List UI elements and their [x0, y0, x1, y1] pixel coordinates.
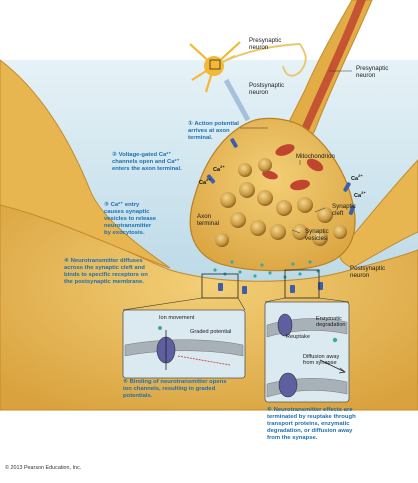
- neurotransmitter-dots: [213, 260, 320, 279]
- axon-terminal: [189, 117, 356, 272]
- label-presynaptic-neuron-right: Presynaptic neuron: [356, 65, 389, 80]
- label-axon-terminal: Axon terminal: [197, 213, 220, 228]
- copyright: © 2013 Pearson Education, Inc.: [5, 465, 82, 471]
- ion-channel-illustration: [124, 326, 244, 370]
- synaptic-vesicles: [215, 158, 347, 247]
- step-4-text: ④ Neurotransmitter diffuses across the s…: [64, 258, 148, 285]
- label-reuptake: Reuptake: [286, 334, 310, 340]
- label-ion-movement: Ion movement: [159, 315, 195, 321]
- label-enzymatic-degradation: Enzymatic degradation: [316, 316, 346, 329]
- step-2-text: ② Voltage-gated Ca²⁺ channels open and C…: [112, 152, 182, 172]
- label-postsynaptic-neuron-right: Postsynaptic neuron: [350, 265, 386, 280]
- step-6-text: ⑥ Neurotransmitter effects are terminate…: [267, 407, 356, 441]
- label-ca-3: Ca2+: [351, 173, 363, 182]
- label-ca-2: Ca2+: [199, 177, 211, 186]
- step-5-text: ⑤ Binding of neurotransmitter opens ion …: [123, 379, 227, 399]
- label-ca-4: Ca2+: [354, 190, 366, 199]
- label-diffusion-away: Diffusion away from synapse: [303, 354, 340, 367]
- label-ca-1: Ca2+: [213, 164, 225, 173]
- label-graded-potential: Graded potential: [190, 329, 232, 335]
- label-presynaptic-neuron-top: Presynaptic neuron: [249, 37, 282, 52]
- axon-core: [292, 0, 366, 150]
- label-mitochondrion: Mitochondrion: [296, 153, 335, 160]
- zoom-box-left: [201, 273, 239, 299]
- step-1-text: ① Action potential arrives at axon termi…: [188, 121, 239, 141]
- label-synaptic-vesicles: Synaptic vesicles: [305, 228, 329, 243]
- step-3-text: ③ Ca²⁺ entry causes synaptic vesicles to…: [104, 202, 157, 236]
- mitochondria: [262, 144, 324, 191]
- label-synaptic-cleft: Synaptic cleft: [332, 203, 356, 218]
- left-dendrite: [0, 59, 171, 269]
- inset-neuron: [189, 41, 307, 122]
- calcium-channels: [206, 138, 356, 215]
- label-postsynaptic-neuron-top: Postsynaptic neuron: [249, 82, 285, 97]
- termination-illustration: [266, 313, 348, 398]
- zoom-box-right: [284, 269, 320, 299]
